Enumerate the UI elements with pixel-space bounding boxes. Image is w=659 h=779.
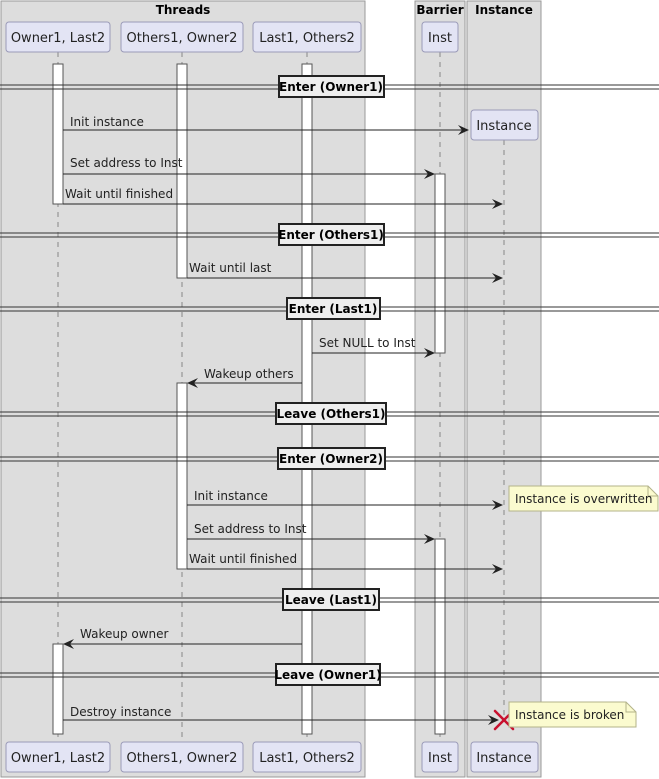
message-init-instance-2: Init instance <box>187 489 503 510</box>
divider-enter-owner2: Enter (Owner2) <box>0 447 659 470</box>
message-set-null: Set NULL to Inst <box>312 336 435 358</box>
message-wakeup-others: Wakeup others <box>187 367 302 388</box>
participant-label: Inst <box>428 751 452 766</box>
message-label: Wakeup owner <box>80 627 169 641</box>
participant-instance-bottom: Instance <box>470 741 539 773</box>
message-destroy-instance: Destroy instance <box>63 705 499 725</box>
participants-bottom: Owner1, Last2 Others1, Owner2 Last1, Oth… <box>5 741 539 773</box>
participant-label: Owner1, Last2 <box>11 751 105 766</box>
threads-box-title: Threads <box>156 3 211 17</box>
activation-others-1 <box>176 63 188 279</box>
divider-label: Enter (Owner2) <box>279 452 383 466</box>
divider-label: Leave (Owner1) <box>274 668 381 682</box>
divider-enter-last1: Enter (Last1) <box>0 297 659 320</box>
participant-others-top: Others1, Owner2 <box>120 21 244 53</box>
participant-label: Inst <box>428 31 452 46</box>
participant-inst-bottom: Inst <box>421 741 459 773</box>
divider-enter-owner1: Enter (Owner1) <box>0 75 659 98</box>
message-label: Set address to Inst <box>70 156 183 170</box>
message-label: Wait until finished <box>65 187 173 201</box>
message-set-address-1: Set address to Inst <box>63 156 435 179</box>
message-wakeup-owner: Wakeup owner <box>63 627 302 649</box>
message-wait-last: Wait until last <box>187 261 503 283</box>
participant-owner-top: Owner1, Last2 <box>5 21 111 53</box>
participant-label: Last1, Others2 <box>259 751 355 766</box>
note-text: Instance is overwritten <box>515 492 653 506</box>
message-label: Set address to Inst <box>194 522 307 536</box>
participant-label: Owner1, Last2 <box>11 31 105 46</box>
activation-owner-2 <box>52 643 64 735</box>
message-label: Init instance <box>194 489 268 503</box>
activation-inst-1 <box>434 173 446 354</box>
message-wait-finished-2: Wait until finished <box>187 552 503 574</box>
divider-label: Enter (Owner1) <box>279 80 383 94</box>
participants-top: Owner1, Last2 Others1, Owner2 Last1, Oth… <box>5 21 539 141</box>
divider-leave-owner1: Leave (Owner1) <box>0 663 659 686</box>
activation-owner-1 <box>52 63 64 205</box>
activation-last-1 <box>301 63 313 735</box>
divider-label: Leave (Last1) <box>285 593 377 607</box>
instance-box-title: Instance <box>475 3 533 17</box>
activation-inst-2 <box>434 538 446 735</box>
participant-label: Others1, Owner2 <box>127 31 238 46</box>
message-label: Wait until last <box>189 261 272 275</box>
divider-label: Leave (Others1) <box>276 407 385 421</box>
message-wait-finished-1: Wait until finished <box>63 187 503 209</box>
participant-label: Last1, Others2 <box>259 31 355 46</box>
divider-enter-others1: Enter (Others1) <box>0 223 659 246</box>
participant-others-bottom: Others1, Owner2 <box>120 741 244 773</box>
activation-others-2 <box>176 382 188 570</box>
messages: Init instance Set address to Inst Wait u… <box>63 115 503 725</box>
divider-leave-last1: Leave (Last1) <box>0 588 659 611</box>
message-label: Set NULL to Inst <box>319 336 416 350</box>
message-label: Wait until finished <box>189 552 297 566</box>
message-set-address-2: Set address to Inst <box>187 522 435 544</box>
participant-label: Instance <box>476 751 531 766</box>
message-label: Init instance <box>70 115 144 129</box>
participant-inst-top: Inst <box>421 21 459 53</box>
note-overwritten: Instance is overwritten <box>508 485 659 512</box>
divider-leave-others1: Leave (Others1) <box>0 402 659 425</box>
message-init-instance-1: Init instance <box>63 115 469 135</box>
participant-last-top: Last1, Others2 <box>252 21 362 53</box>
participant-last-bottom: Last1, Others2 <box>252 741 362 773</box>
divider-label: Enter (Last1) <box>289 302 378 316</box>
participant-label: Instance <box>476 119 531 134</box>
dividers: Enter (Owner1) Enter (Others1) Enter (La… <box>0 75 659 686</box>
barrier-box-title: Barrier <box>416 3 463 17</box>
message-label: Wakeup others <box>204 367 294 381</box>
message-label: Destroy instance <box>70 705 171 719</box>
participant-owner-bottom: Owner1, Last2 <box>5 741 111 773</box>
participant-label: Others1, Owner2 <box>127 751 238 766</box>
activations <box>52 63 446 735</box>
note-broken: Instance is broken <box>508 701 637 728</box>
note-text: Instance is broken <box>515 708 624 722</box>
participant-instance-created: Instance <box>470 109 539 141</box>
divider-label: Enter (Others1) <box>278 228 384 242</box>
